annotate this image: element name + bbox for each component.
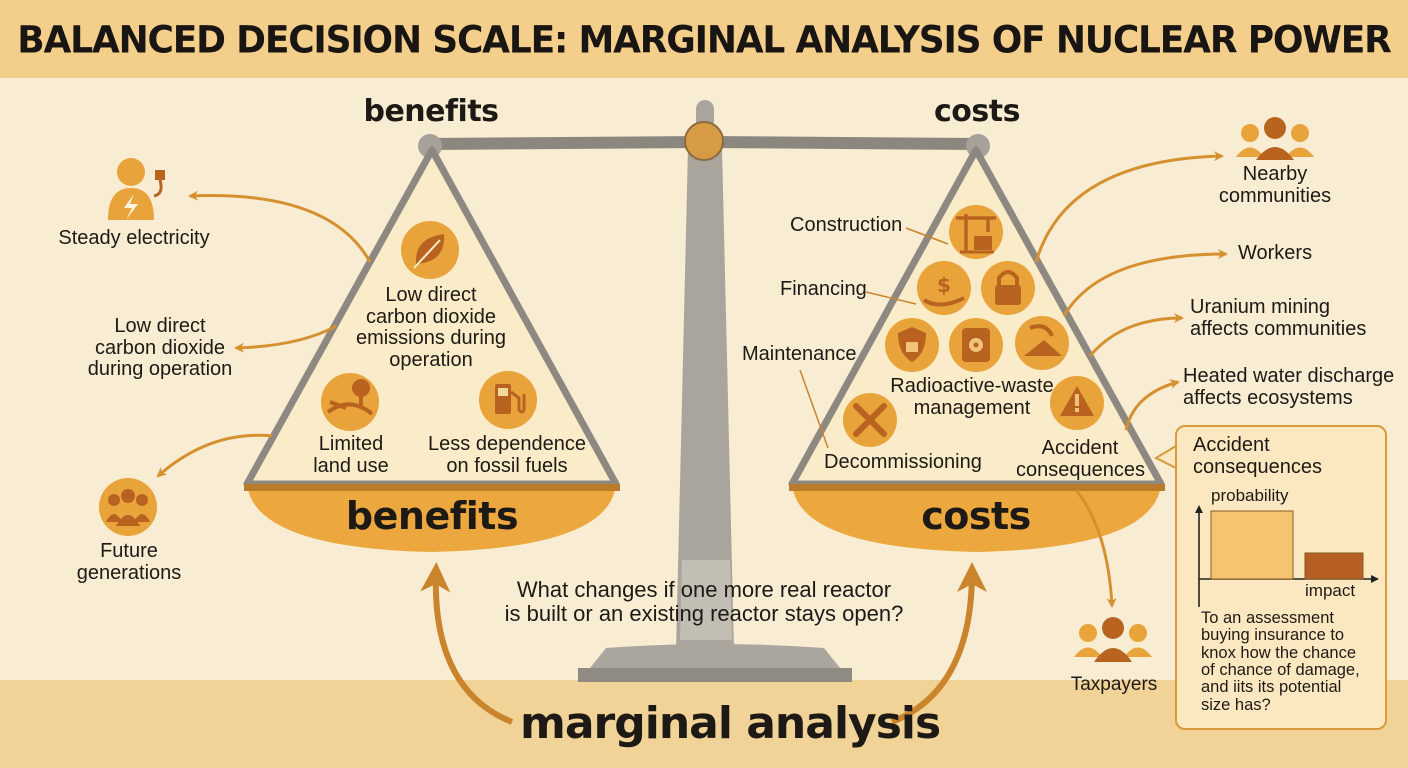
benefit-co2-label: Low direct carbon dioxide during operati… <box>87 315 233 381</box>
marginal-question: What changes if one more real reactor is… <box>504 577 904 626</box>
cost-connector-lines <box>799 227 949 449</box>
people-group-icon <box>99 478 157 536</box>
person-plug-icon <box>108 158 165 220</box>
cost-construction-label: Construction <box>790 214 903 236</box>
risk-panel-note: To an assessment buying insurance to kno… <box>1201 609 1360 714</box>
risk-bar-high-probability <box>1210 510 1294 580</box>
risk-panel: Accident consequences probability impact… <box>1175 425 1387 730</box>
cost-uranium-label: Uranium mining affects communities <box>1190 296 1367 340</box>
benefit-fossil-label: Less dependence on fossil fuels <box>428 433 586 477</box>
costs-pan-label: costs <box>921 494 1031 538</box>
marginal-arrows <box>420 562 987 725</box>
bottom-band <box>0 680 1408 768</box>
crane-icon <box>949 205 1003 259</box>
cost-accident-label: Accident consequences <box>1016 437 1145 481</box>
fuel-pump-icon <box>479 371 537 429</box>
title-band <box>0 0 1408 78</box>
cost-decommissioning-label: Decommissioning <box>824 451 982 473</box>
page-title: BALANCED DECISION SCALE: MARGINAL ANALYS… <box>17 19 1392 63</box>
people-group-icon <box>1074 617 1152 662</box>
money-hand-icon: $ <box>917 261 971 315</box>
benefit-arrows <box>156 190 372 478</box>
cost-waste-label: Radioactive-waste management <box>890 375 1054 419</box>
panel-pointer <box>1153 444 1177 470</box>
scale-stand <box>578 100 852 682</box>
svg-text:$: $ <box>937 273 951 297</box>
cost-maintenance-label: Maintenance <box>742 343 857 365</box>
cost-taxpayers-label: Taxpayers <box>1070 674 1158 695</box>
cost-financing-label: Financing <box>780 278 867 300</box>
leaf-icon <box>401 221 459 279</box>
benefits-heading: benefits <box>363 94 499 129</box>
costs-heading: costs <box>934 94 1020 129</box>
tree-land-icon <box>321 373 379 431</box>
benefits-pan-label: benefits <box>345 494 519 538</box>
mining-icon <box>1015 316 1069 370</box>
benefit-emissions-label: Low direct carbon dioxide emissions duri… <box>355 284 507 371</box>
risk-panel-title: Accident consequences <box>1193 434 1322 478</box>
shield-lock-icon <box>885 318 939 372</box>
marginal-analysis-label: marginal analysis <box>520 698 941 749</box>
risk-x-label: impact <box>1305 581 1356 600</box>
cost-arrows <box>1034 151 1228 608</box>
lock-icon <box>981 261 1035 315</box>
cost-communities-label: Nearby communities <box>1218 163 1332 207</box>
benefit-electricity-label: Steady electricity <box>58 227 210 249</box>
benefit-land-label: Limited land use <box>313 433 389 477</box>
cost-water-label: Heated water discharge affects ecosystem… <box>1183 365 1395 409</box>
risk-mini-chart <box>1195 505 1379 607</box>
radioactive-barrel-icon <box>949 318 1003 372</box>
people-group-icon <box>1236 117 1314 160</box>
accident-warning-icon <box>1050 376 1104 430</box>
tools-icon <box>843 393 897 447</box>
risk-y-label: probability <box>1211 486 1289 505</box>
cost-workers-label: Workers <box>1238 242 1313 264</box>
risk-bar-high-impact <box>1304 552 1364 580</box>
benefit-future-label: Future generations <box>76 540 182 584</box>
